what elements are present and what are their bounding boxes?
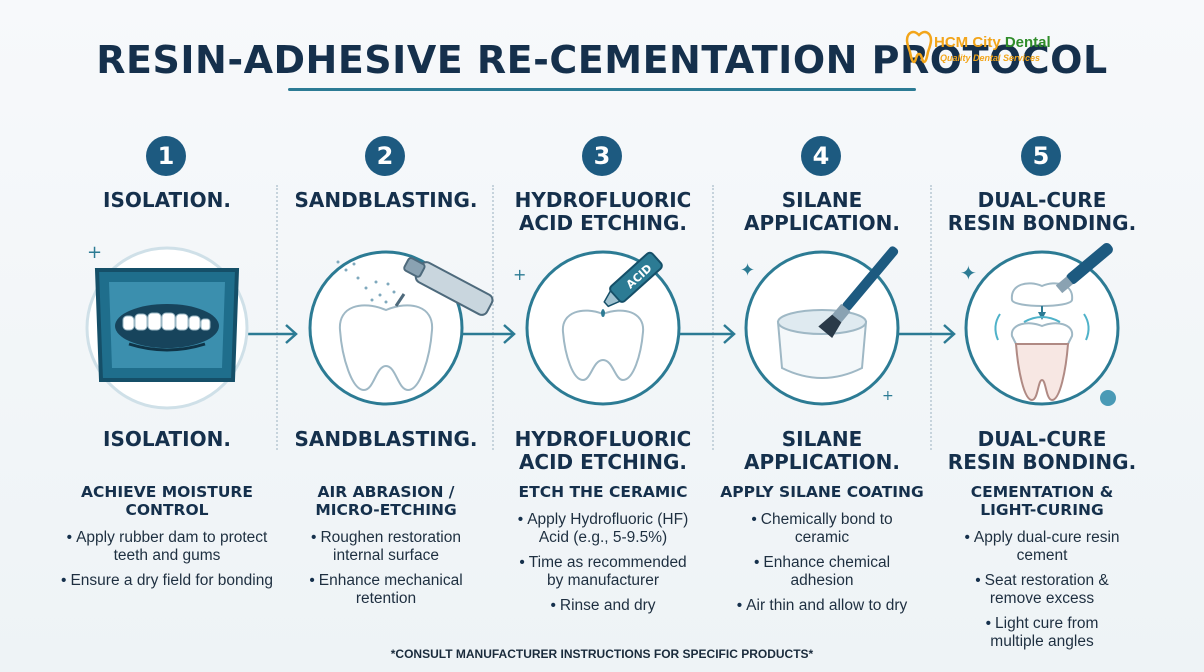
- step-subhead: APPLY SILANE COATING: [720, 483, 924, 501]
- step-bullets: •Apply Hydrofluoric (HF) Acid (e.g., 5-9…: [493, 511, 713, 622]
- step-heading: ISOLATION.: [103, 188, 231, 212]
- divider: [712, 185, 714, 450]
- step-heading: SILANE APPLICATION.: [743, 188, 900, 235]
- step-heading: ISOLATION.: [103, 427, 231, 451]
- divider: [492, 185, 494, 450]
- step-heading: DUAL-CURE RESIN BONDING.: [947, 427, 1137, 474]
- svg-text:+: +: [513, 265, 526, 284]
- list-item: •Enhance chemical adhesion: [753, 554, 891, 589]
- step-subhead: AIR ABRASION / MICRO-ETCHING: [315, 483, 457, 519]
- list-item: •Seat restoration & remove excess: [975, 572, 1109, 607]
- resin-bonding-illustration: ✦: [960, 243, 1120, 406]
- clinic-logo: HCM City Dental Quality Dental Services: [904, 30, 1079, 70]
- step-silane-application: 4 SILANE APPLICATION. ✦ + SILANE APPLICA…: [712, 0, 932, 672]
- svg-text:+: +: [87, 242, 102, 263]
- list-item: •Ensure a dry field for bonding: [61, 572, 273, 589]
- step-bullets: •Roughen restoration internal surface •E…: [276, 529, 496, 615]
- step-subhead: ETCH THE CERAMIC: [518, 483, 688, 501]
- step-number-badge: 4: [801, 136, 841, 176]
- acid-etching-illustration: ACID +: [513, 250, 681, 406]
- step-bullets: •Chemically bond to ceramic •Enhance che…: [712, 511, 932, 622]
- list-item: •Air thin and allow to dry: [736, 597, 908, 614]
- step-heading: SANDBLASTING.: [294, 188, 478, 212]
- step-heading: HYDROFLUORIC ACID ETCHING.: [514, 188, 692, 235]
- page-title: RESIN-ADHESIVE RE-CEMENTATION PROTOCOL: [96, 38, 1108, 82]
- step-number-badge: 1: [146, 136, 186, 176]
- step-number-badge: 5: [1021, 136, 1061, 176]
- step-sandblasting: 2 SANDBLASTING. SANDBLASTING. AIR ABRASI…: [276, 0, 496, 672]
- step-number-badge: 3: [582, 136, 622, 176]
- silane-brush-illustration: ✦ +: [740, 246, 900, 406]
- step-bullets: •Apply dual-cure resin cement •Seat rest…: [932, 529, 1152, 658]
- list-item: •Roughen restoration internal surface: [311, 529, 461, 564]
- step-heading: SILANE APPLICATION.: [743, 427, 900, 474]
- svg-text:✦: ✦: [960, 261, 977, 285]
- step-subhead: ACHIEVE MOISTURE CONTROL: [81, 483, 253, 519]
- step-isolation: 1 ISOLATION. + ISOLATION. ACHIEVE MOISTU…: [57, 0, 277, 672]
- list-item: •Apply Hydrofluoric (HF) Acid (e.g., 5-9…: [517, 511, 689, 546]
- step-heading: HYDROFLUORIC ACID ETCHING.: [514, 427, 692, 474]
- list-item: •Apply rubber dam to protect teeth and g…: [66, 529, 268, 564]
- step-dual-cure-bonding: 5 DUAL-CURE RESIN BONDING. ✦ DUAL-CURE R…: [932, 0, 1152, 672]
- step-hf-acid-etching: 3 HYDROFLUORIC ACID ETCHING. ACID + HYDR…: [493, 0, 713, 672]
- divider: [930, 185, 932, 450]
- rubber-dam-illustration: +: [85, 242, 249, 410]
- list-item: •Time as recommended by manufacturer: [519, 554, 687, 589]
- svg-text:+: +: [882, 388, 894, 404]
- arrow-right-icon: [456, 324, 516, 344]
- list-item: •Light cure from multiple angles: [985, 615, 1099, 650]
- footnote: *CONSULT MANUFACTURER INSTRUCTIONS FOR S…: [390, 647, 814, 661]
- arrow-right-icon: [896, 324, 956, 344]
- sandblasting-illustration: [308, 250, 494, 406]
- logo-tagline: Quality Dental Services: [940, 53, 1041, 63]
- step-bullets: •Apply rubber dam to protect teeth and g…: [57, 529, 277, 597]
- title-underline: [288, 88, 916, 91]
- step-subhead: CEMENTATION & LIGHT-CURING: [970, 483, 1114, 519]
- step-heading: DUAL-CURE RESIN BONDING.: [947, 188, 1137, 235]
- logo-name: HCM City Dental: [934, 34, 1051, 51]
- list-item: •Apply dual-cure resin cement: [964, 529, 1120, 564]
- arrow-right-icon: [676, 324, 736, 344]
- step-heading: SANDBLASTING.: [294, 427, 478, 451]
- list-item: •Rinse and dry: [550, 597, 656, 614]
- step-number-badge: 2: [365, 136, 405, 176]
- list-item: •Chemically bond to ceramic: [751, 511, 893, 546]
- tooth-logo-icon: [905, 30, 933, 64]
- list-item: •Enhance mechanical retention: [309, 572, 463, 607]
- svg-text:✦: ✦: [740, 260, 755, 281]
- divider: [276, 185, 278, 450]
